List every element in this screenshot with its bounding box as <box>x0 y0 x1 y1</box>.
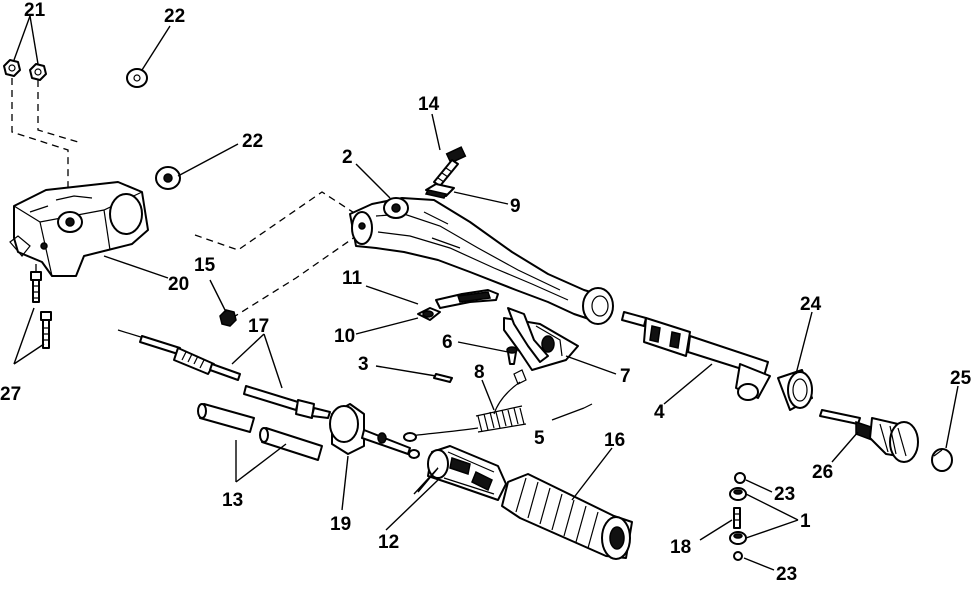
callout-21: 21 <box>24 0 46 21</box>
callout-6: 6 <box>442 332 453 353</box>
part-23-ball-upper <box>734 472 746 484</box>
callout-24: 24 <box>800 294 822 315</box>
callout-25: 25 <box>950 368 972 389</box>
callout-16: 16 <box>604 430 625 451</box>
callout-19: 19 <box>330 514 351 535</box>
callout-23-upper: 23 <box>774 484 795 505</box>
part-7-throttle-bracket <box>503 307 579 371</box>
callout-4: 4 <box>654 402 665 423</box>
part-15-nut <box>219 309 237 327</box>
part-22-washer-middle <box>155 166 181 190</box>
part-20-mounting-bracket <box>9 181 149 277</box>
callout-10: 10 <box>334 326 355 347</box>
part-21-nut-left <box>3 59 21 77</box>
part-24-bushing <box>777 369 813 411</box>
part-10-friction-clip <box>417 307 441 321</box>
part-16-grip <box>501 473 633 560</box>
part-17-throttle-cable <box>117 329 331 419</box>
callout-5: 5 <box>534 428 545 449</box>
callout-8: 8 <box>474 362 485 383</box>
part-25-cap <box>931 448 953 472</box>
callout-13: 13 <box>222 490 243 511</box>
part-18-pin <box>733 507 741 529</box>
callout-15: 15 <box>194 255 216 276</box>
callout-1: 1 <box>800 511 811 532</box>
callout-20: 20 <box>168 274 189 295</box>
callout-17: 17 <box>248 316 269 337</box>
part-5-pin <box>583 403 593 409</box>
part-27-bolt-lower <box>40 311 52 349</box>
part-13-tube-lower <box>259 427 323 461</box>
callout-22-middle: 22 <box>242 131 263 152</box>
part-14-bolt <box>433 146 467 187</box>
leader-lines <box>13 15 959 571</box>
part-26-knob-assembly <box>819 409 919 463</box>
part-19-throttle-shaft <box>329 403 420 459</box>
part-9-plate <box>424 183 455 199</box>
part-3-pin <box>433 373 453 383</box>
part-12-cam <box>427 445 507 501</box>
part-11-friction-link <box>435 289 499 309</box>
callout-18: 18 <box>670 537 691 558</box>
callout-23-lower: 23 <box>776 564 797 585</box>
callout-14: 14 <box>418 94 440 115</box>
callout-26: 26 <box>812 462 833 483</box>
callout-7: 7 <box>620 366 631 387</box>
callout-2: 2 <box>342 147 353 168</box>
part-1-spring-upper <box>729 487 747 501</box>
part-22-washer-top <box>126 68 148 88</box>
callout-3: 3 <box>358 354 369 375</box>
part-2-tiller-arm <box>349 197 614 325</box>
part-27-bolt-upper <box>30 271 42 303</box>
part-4-shaft-assembly <box>621 311 771 401</box>
part-21-nut-right <box>29 63 47 81</box>
callout-12: 12 <box>378 532 399 553</box>
part-23-ball-lower <box>733 551 743 561</box>
part-6-screw <box>506 346 518 365</box>
part-13-tube-upper <box>197 403 255 433</box>
part-1-spring-lower <box>729 531 747 545</box>
callout-27: 27 <box>0 384 21 405</box>
part-8-spring-cable <box>403 369 527 442</box>
callout-11: 11 <box>342 268 363 289</box>
callout-9: 9 <box>510 196 521 217</box>
callout-22-top: 22 <box>164 6 185 27</box>
